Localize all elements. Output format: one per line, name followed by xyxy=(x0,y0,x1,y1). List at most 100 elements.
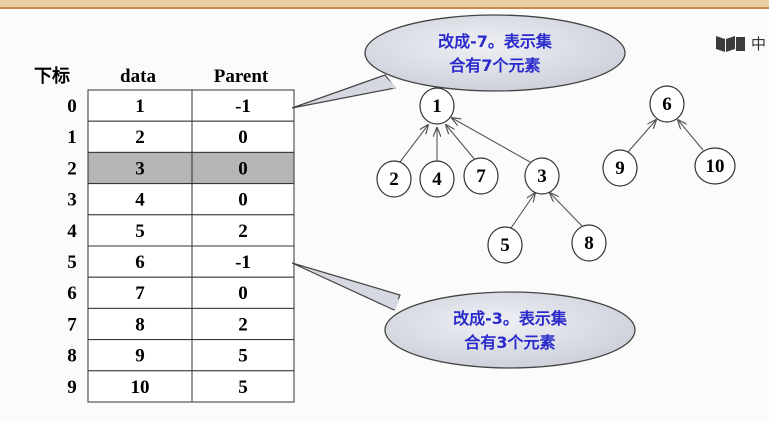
parent-value: 2 xyxy=(238,314,248,335)
table-row: 4 5 2 xyxy=(67,214,295,247)
parent-cell xyxy=(191,89,295,122)
parent-value: 0 xyxy=(238,283,248,304)
tree-node: 9 xyxy=(602,149,638,187)
row-index: 5 xyxy=(67,252,77,273)
tree-1-edges xyxy=(399,118,583,229)
edge-5-to-3 xyxy=(510,193,535,229)
node-label: 8 xyxy=(584,233,594,254)
tree-node: 4 xyxy=(419,160,455,198)
row-index: 3 xyxy=(67,190,77,211)
tree-node: 8 xyxy=(571,224,607,262)
tree-1: 1 2 4 7 3 5 8 xyxy=(376,87,607,264)
row-index: 6 xyxy=(67,283,77,304)
node-label: 3 xyxy=(537,166,547,187)
data-value: 3 xyxy=(135,158,145,179)
parent-value: 2 xyxy=(238,221,248,242)
table-row: 2 3 0 xyxy=(67,151,295,185)
row-index: 7 xyxy=(67,314,77,335)
parent-cell xyxy=(191,245,295,278)
parent-cell xyxy=(191,339,295,372)
data-cell xyxy=(87,89,193,122)
callout-bottom-bubble xyxy=(384,291,636,369)
parent-value: -1 xyxy=(235,252,251,273)
tree-node: 10 xyxy=(694,147,736,185)
callout-bottom-pointer xyxy=(291,262,401,311)
edge-2-to-1 xyxy=(399,125,428,163)
data-cell xyxy=(87,339,193,372)
edge-9-to-6 xyxy=(627,120,656,153)
parent-cell xyxy=(191,276,295,309)
data-value: 5 xyxy=(135,221,145,242)
row-index: 2 xyxy=(67,158,77,179)
data-cell xyxy=(87,370,193,403)
node-label: 1 xyxy=(432,96,442,117)
data-value: 1 xyxy=(135,96,145,117)
corner-widget[interactable]: 中 xyxy=(715,32,769,54)
node-label: 7 xyxy=(476,166,486,187)
parent-value: 0 xyxy=(238,127,248,148)
node-label: 4 xyxy=(432,169,442,190)
parent-cell xyxy=(191,370,295,403)
parent-value: 5 xyxy=(238,346,248,367)
callout-top-line2: 合有7个元素 xyxy=(449,56,540,75)
row-index: 0 xyxy=(67,96,77,117)
row-index: 1 xyxy=(67,127,77,148)
node-label: 9 xyxy=(615,158,625,179)
edge-10-to-6 xyxy=(678,120,704,151)
parent-value: 0 xyxy=(238,158,248,179)
edge-7-to-1 xyxy=(446,125,477,162)
data-value: 4 xyxy=(135,190,145,211)
data-value: 10 xyxy=(131,377,150,398)
parent-value: -1 xyxy=(235,96,251,117)
parent-cell xyxy=(191,151,295,185)
corner-widget-text: 中 xyxy=(751,35,766,53)
parent-cell xyxy=(191,183,295,216)
table-row: 8 9 5 xyxy=(67,339,295,372)
parent-value: 0 xyxy=(238,190,248,211)
parent-cell xyxy=(191,214,295,247)
edge-8-to-3 xyxy=(550,193,583,227)
data-value: 9 xyxy=(135,346,145,367)
callout-bottom-line1: 改成-3。表示集 xyxy=(453,309,568,328)
callout-top-pointer xyxy=(291,74,397,109)
edge-3-to-1 xyxy=(452,118,531,163)
tree-node: 1 xyxy=(419,87,455,125)
row-index: 8 xyxy=(67,346,77,367)
node-label: 5 xyxy=(500,235,510,256)
table-row: 3 4 0 xyxy=(67,183,295,216)
tree-node: 5 xyxy=(487,226,523,264)
table-row: 7 8 2 xyxy=(67,307,295,341)
tree-2: 6 9 10 xyxy=(602,85,736,187)
tree-2-edges xyxy=(627,120,704,153)
callout-top: 改成-7。表示集 合有7个元素 xyxy=(291,14,626,109)
table-header: 下标 data Parent xyxy=(34,65,269,87)
node-label: 6 xyxy=(662,94,672,115)
table-row: 9 10 5 xyxy=(67,370,295,403)
data-value: 6 xyxy=(135,252,145,273)
header-data-label: data xyxy=(120,66,156,87)
callout-bottom: 改成-3。表示集 合有3个元素 xyxy=(291,262,636,369)
node-label: 10 xyxy=(706,156,725,177)
row-index: 4 xyxy=(67,221,77,242)
parent-cell xyxy=(191,120,295,153)
tree-node: 3 xyxy=(524,157,560,195)
node-label: 2 xyxy=(389,169,399,190)
table-row: 0 1 -1 xyxy=(67,89,295,122)
row-index: 9 xyxy=(67,377,77,398)
data-value: 7 xyxy=(135,283,145,304)
table-row: 6 7 0 xyxy=(67,276,295,309)
book-icon: 中 xyxy=(716,35,766,53)
callout-top-bubble xyxy=(364,14,626,92)
parent-value: 5 xyxy=(238,377,248,398)
data-value: 8 xyxy=(135,314,145,335)
table-row: 5 6 -1 xyxy=(67,245,295,278)
top-rule xyxy=(0,0,769,7)
header-parent-label: Parent xyxy=(214,66,269,87)
callout-top-line1: 改成-7。表示集 xyxy=(438,32,553,51)
top-rule-line xyxy=(0,7,769,9)
header-index-label: 下标 xyxy=(34,65,70,87)
tree-node: 2 xyxy=(376,160,412,198)
